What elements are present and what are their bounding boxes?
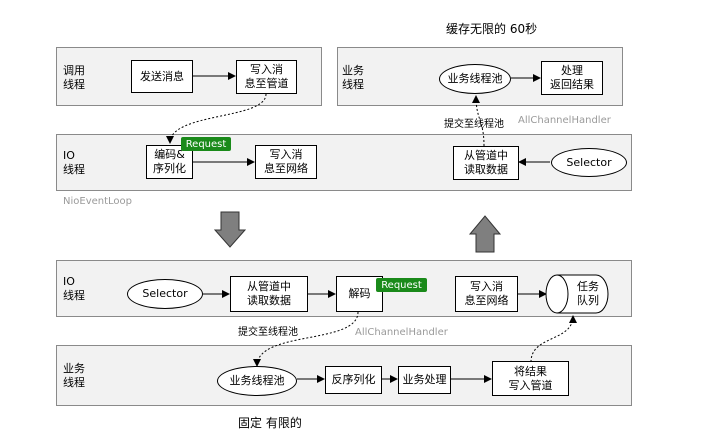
deserialize-box: 反序列化 [325, 366, 382, 394]
big-down-arrow [213, 211, 247, 248]
caption-top: 缓存无限的 60秒 [446, 22, 538, 36]
lane-label-biz-bottom: 业务 线程 [63, 362, 85, 389]
lane-label-io-bottom: IO 线程 [63, 275, 85, 302]
read-pipe-bottom-box: 从管道中 读取数据 [230, 276, 308, 312]
all-channel-handler-top: AllChannelHandler [518, 115, 611, 126]
task-queue-label: 任务 队列 [577, 280, 599, 307]
selector-top: Selector [551, 148, 627, 177]
dashed-write-pipe-to-queue [530, 315, 577, 363]
send-message-box: 发送消息 [131, 60, 193, 93]
caption-bottom: 固定 有限的 [238, 416, 302, 430]
selector-bottom: Selector [127, 279, 203, 309]
decode-box: 解码 [336, 276, 383, 312]
request-badge-top: Request [181, 137, 231, 151]
write-message-pipe-box: 写入消 息至管道 [236, 60, 297, 94]
write-result-pipe-box: 将结果 写入管道 [492, 361, 569, 396]
dashed-pipe-to-encode [166, 93, 267, 144]
lane-label-biz-top: 业务 线程 [342, 64, 364, 91]
biz-thread-pool-bottom: 业务线程池 [217, 366, 297, 396]
submit-pool-top-label: 提交至线程池 [444, 119, 504, 130]
nio-event-loop-label: NioEventLoop [63, 196, 133, 207]
biz-thread-pool-top: 业务线程池 [439, 64, 511, 94]
lane-label-call-thread: 调用 线程 [63, 64, 85, 91]
all-channel-handler-bottom: AllChannelHandler [355, 327, 448, 338]
process-return-box: 处理 返回结果 [541, 61, 603, 95]
biz-process-box: 业务处理 [398, 366, 451, 394]
encode-serialize-box: 编码& 序列化 [146, 145, 193, 179]
big-up-arrow [468, 215, 502, 253]
read-pipe-top-box: 从管道中 读取数据 [453, 146, 519, 180]
request-badge-bottom: Request [376, 278, 427, 292]
dashed-read-to-pool [472, 95, 485, 147]
write-message-net-bottom-box: 写入消 息至网络 [455, 276, 518, 312]
lane-label-io-top: IO 线程 [63, 149, 85, 176]
submit-pool-bottom-label: 提交至线程池 [238, 327, 298, 338]
task-queue-cylinder [545, 274, 609, 314]
dashed-decode-to-pool [253, 311, 359, 367]
write-message-net-top-box: 写入消 息至网络 [255, 145, 317, 179]
